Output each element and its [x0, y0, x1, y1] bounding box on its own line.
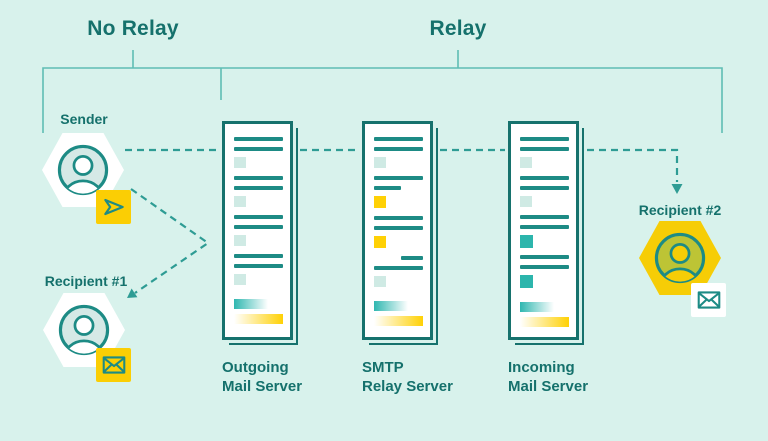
server-row-line [520, 225, 569, 229]
server-row-sq-light [234, 274, 246, 285]
server-row-line [234, 176, 283, 180]
server-row-line [520, 137, 569, 141]
server-row-line [520, 176, 569, 180]
server-row-sq-light [234, 196, 246, 207]
recipient1-hexagon [43, 293, 125, 367]
sender-send-badge [96, 190, 131, 224]
server-row-line [520, 186, 569, 190]
server-row-sq-light [374, 276, 386, 287]
server-row-sq-yellow [374, 196, 386, 208]
server-panel-rows [511, 124, 576, 327]
no-relay-title: No Relay [87, 17, 179, 40]
arrow-down-left-icon [127, 288, 138, 298]
server-row-line [374, 147, 423, 151]
server-panel-rows [365, 124, 430, 326]
send-icon [103, 198, 124, 216]
server-row-sq-light [234, 235, 246, 246]
outgoing-mail-server-label: Outgoing Mail Server [222, 358, 302, 396]
smtp-relay-server-label: SMTP Relay Server [362, 358, 453, 396]
recipient2-hexagon [639, 221, 721, 295]
server-row-bar-yellow [520, 317, 569, 327]
recipient1-label: Recipient #1 [44, 273, 128, 289]
server-row-line-right [401, 256, 423, 260]
sender-label: Sender [60, 111, 108, 127]
server-row-sq-teal [520, 235, 533, 248]
outgoing-mail-server [222, 121, 293, 340]
incoming-mail-server-label: Incoming Mail Server [508, 358, 588, 396]
user-avatar-icon [58, 304, 110, 356]
recipient2-mail-badge [691, 283, 726, 317]
server-row-line [234, 254, 283, 258]
server-row-sq-yellow [374, 236, 386, 248]
server-row-sq-light [520, 196, 532, 207]
server-row-line [234, 147, 283, 151]
server-row-line [234, 137, 283, 141]
server-label-line2: Mail Server [508, 378, 589, 395]
server-row-line [374, 176, 423, 180]
server-row-sq-light [520, 157, 532, 168]
relay-title: Relay [429, 17, 487, 40]
sender-hexagon [42, 133, 124, 207]
server-label-line1: Outgoing [222, 359, 289, 376]
server-panel-rows [225, 124, 290, 324]
server-row-line [374, 216, 423, 220]
server-row-line [374, 266, 423, 270]
server-row-bar-yellow [234, 314, 283, 324]
server-row-line [374, 137, 423, 141]
server-row-sq-light [234, 157, 246, 168]
recipient2-label: Recipient #2 [638, 202, 722, 218]
server-row-line [234, 186, 283, 190]
server-label-line1: Incoming [508, 359, 575, 376]
user-avatar-icon [654, 232, 706, 284]
server-row-bar-teal [234, 299, 269, 309]
server-row-line [234, 225, 283, 229]
server-row-line [234, 215, 283, 219]
server-row-sq-light [374, 157, 386, 168]
envelope-icon [697, 291, 720, 309]
server-row-line [520, 215, 569, 219]
recipient1-mail-badge [96, 348, 131, 382]
server-label-line2: Mail Server [222, 378, 303, 395]
dash-incoming-to-recipient2 [587, 148, 679, 182]
incoming-mail-server [508, 121, 579, 340]
server-row-bar-yellow [374, 316, 423, 326]
server-row-bar-teal [520, 302, 555, 312]
server-row-line-short [374, 186, 401, 190]
server-label-line1: SMTP [362, 359, 404, 376]
server-row-line [374, 226, 423, 230]
user-avatar-icon [57, 144, 109, 196]
server-row-bar-teal [374, 301, 409, 311]
smtp-relay-server [362, 121, 433, 340]
arrow-down-icon [671, 184, 683, 194]
server-row-sq-teal [520, 275, 533, 288]
server-row-line [520, 255, 569, 259]
server-row-line [520, 147, 569, 151]
server-label-line2: Relay Server [362, 378, 453, 395]
server-row-line [234, 264, 283, 268]
envelope-icon [102, 356, 125, 374]
server-row-line [520, 265, 569, 269]
